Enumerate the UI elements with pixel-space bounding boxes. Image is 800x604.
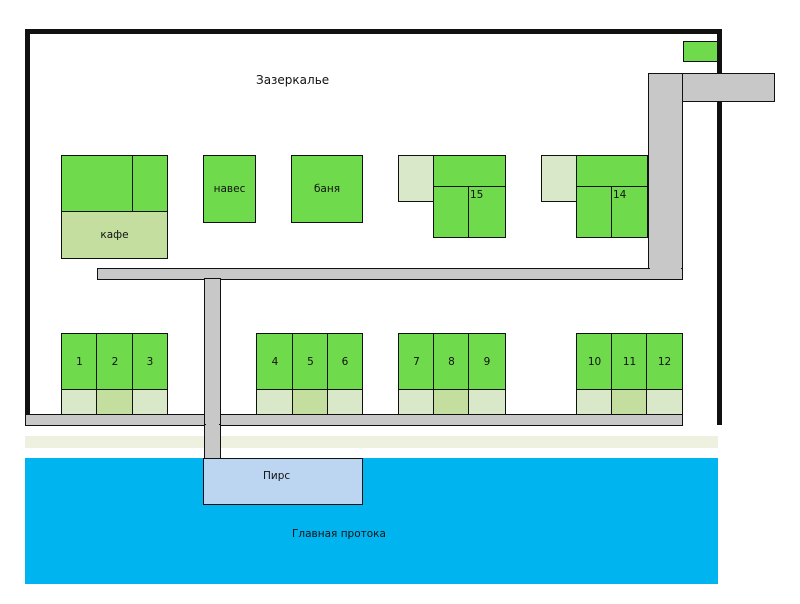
plot-11-terrace (611, 389, 648, 415)
cottage-15-right (468, 186, 506, 238)
plot-4: 4 (256, 333, 294, 391)
plot-8-terrace (433, 389, 470, 415)
plot-4-terrace (256, 389, 294, 415)
plot-2-terrace (96, 389, 134, 415)
cottage-14-right (611, 186, 648, 238)
plot-9-number: 9 (483, 356, 491, 368)
plot-8-number: 8 (448, 356, 455, 368)
pier-walkway-fill (206, 424, 219, 460)
cafe-building-right (132, 155, 168, 213)
plot-12-terrace (646, 389, 683, 415)
plot-7: 7 (398, 333, 435, 391)
plot-5: 5 (292, 333, 329, 391)
road-junction (650, 100, 681, 278)
plot-6-number: 6 (341, 356, 349, 368)
territory-right-border (717, 29, 722, 425)
plot-5-terrace (292, 389, 329, 415)
river-water (25, 458, 718, 584)
pier-label: Пирс (263, 470, 291, 482)
cottage-14-terrace (541, 155, 578, 202)
cottage-15-left (433, 186, 470, 238)
river-label: Главная протока (292, 528, 386, 540)
bath-label: баня (313, 183, 341, 195)
plot-3-number: 3 (146, 356, 154, 368)
plot-4-number: 4 (271, 356, 279, 368)
plot-1-number: 1 (76, 356, 83, 368)
road-junction (206, 412, 219, 426)
cottage-14-top (576, 155, 648, 188)
cafe-label: кафе (100, 229, 129, 241)
plot-6: 6 (327, 333, 363, 391)
plot-5-number: 5 (307, 356, 314, 368)
plot-10: 10 (576, 333, 613, 391)
plot-2-number: 2 (111, 356, 119, 368)
territory-top-border (25, 29, 719, 34)
plot-11-number: 11 (622, 356, 637, 368)
plot-7-terrace (398, 389, 435, 415)
road-middle-horizontal (97, 268, 683, 280)
cafe-building-left (61, 155, 134, 213)
plot-8: 8 (433, 333, 470, 391)
pier (203, 458, 363, 505)
plot-12-number: 12 (657, 356, 672, 368)
plot-7-number: 7 (413, 356, 420, 368)
plot-3-terrace (132, 389, 168, 415)
plot-1-terrace (61, 389, 98, 415)
bath-building: баня (291, 155, 363, 223)
canopy-label: навес (213, 183, 246, 195)
cottage-14-number: 14 (613, 189, 627, 201)
shore-strip (25, 436, 718, 448)
map-title: Зазеркалье (256, 73, 330, 87)
cottage-14-left (576, 186, 613, 238)
gate-marker (683, 41, 718, 62)
plot-2: 2 (96, 333, 134, 391)
cafe-terrace: кафе (61, 211, 168, 259)
road-junction (206, 270, 219, 278)
plot-9-terrace (468, 389, 506, 415)
territory-left-border (25, 29, 30, 421)
cottage-15-number: 15 (470, 189, 484, 201)
road-bottom-horizontal (25, 414, 683, 426)
plot-3: 3 (132, 333, 168, 391)
plot-11: 11 (611, 333, 648, 391)
plot-10-terrace (576, 389, 613, 415)
plot-6-terrace (327, 389, 363, 415)
road-junction (650, 75, 681, 100)
plot-9: 9 (468, 333, 506, 391)
cottage-15-terrace (398, 155, 435, 202)
plot-12: 12 (646, 333, 683, 391)
canopy-building: навес (203, 155, 256, 223)
plot-10-number: 10 (587, 356, 602, 368)
plot-1: 1 (61, 333, 98, 391)
cottage-15-top (433, 155, 506, 188)
